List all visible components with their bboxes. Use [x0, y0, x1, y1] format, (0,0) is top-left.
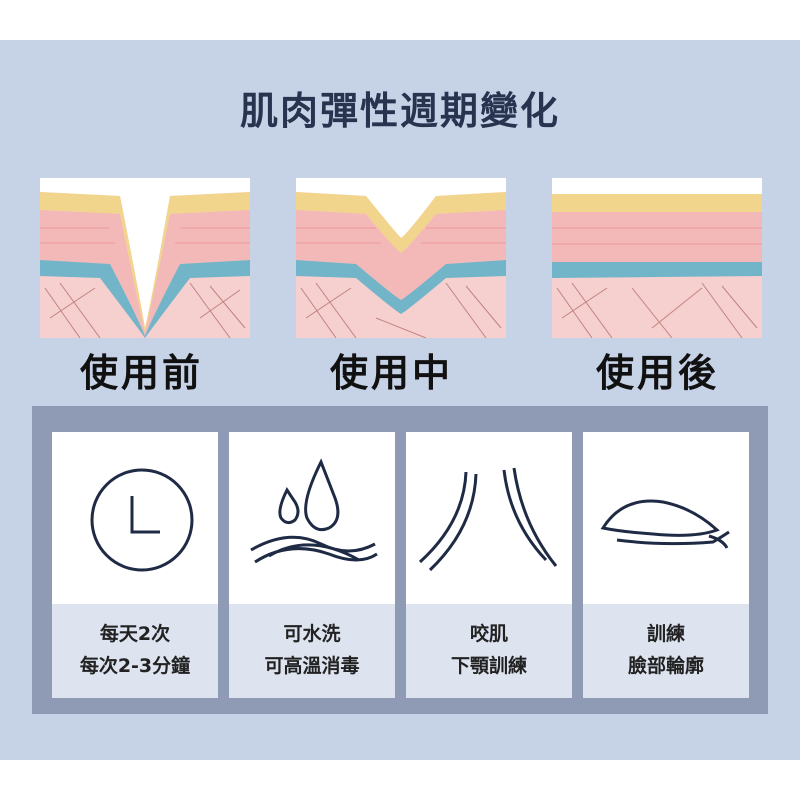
- feature-caption: 每天2次 每次2-3分鐘: [52, 604, 218, 698]
- feature-card-usage: 每天2次 每次2-3分鐘: [52, 432, 218, 698]
- feature-caption-line2: 臉部輪廓: [627, 655, 704, 677]
- skin-after-illustration: [552, 178, 762, 338]
- page-title: 肌肉彈性週期變化: [239, 89, 560, 133]
- stage-label-before: 使用前: [80, 351, 204, 395]
- feature-caption-line1: 訓練: [646, 623, 685, 645]
- feature-caption-line2: 每次2-3分鐘: [79, 655, 191, 677]
- bite-lines-icon: [418, 467, 558, 572]
- face-contour-icon: [600, 499, 730, 549]
- feature-card-contour: 訓練 臉部輪廓: [583, 432, 749, 698]
- feature-caption-line2: 下顎訓練: [450, 655, 527, 677]
- clock-icon: [90, 468, 194, 572]
- feature-caption-line1: 每天2次: [99, 623, 171, 645]
- stage-label-during: 使用中: [330, 351, 454, 395]
- feature-caption-line1: 可水洗: [283, 623, 341, 645]
- feature-card-washable: 可水洗 可高溫消毒: [229, 432, 395, 698]
- skin-before-illustration: [40, 178, 250, 338]
- feature-card-jaw: 咬肌 下顎訓練: [406, 432, 572, 698]
- feature-caption: 可水洗 可高溫消毒: [229, 604, 395, 698]
- water-drop-icon: [250, 458, 378, 564]
- stage-label-after: 使用後: [596, 351, 720, 395]
- feature-caption-line2: 可高溫消毒: [264, 655, 360, 677]
- feature-caption: 咬肌 下顎訓練: [406, 604, 572, 698]
- feature-caption-line1: 咬肌: [469, 623, 508, 645]
- skin-during-illustration: [296, 178, 506, 338]
- feature-caption: 訓練 臉部輪廓: [583, 604, 749, 698]
